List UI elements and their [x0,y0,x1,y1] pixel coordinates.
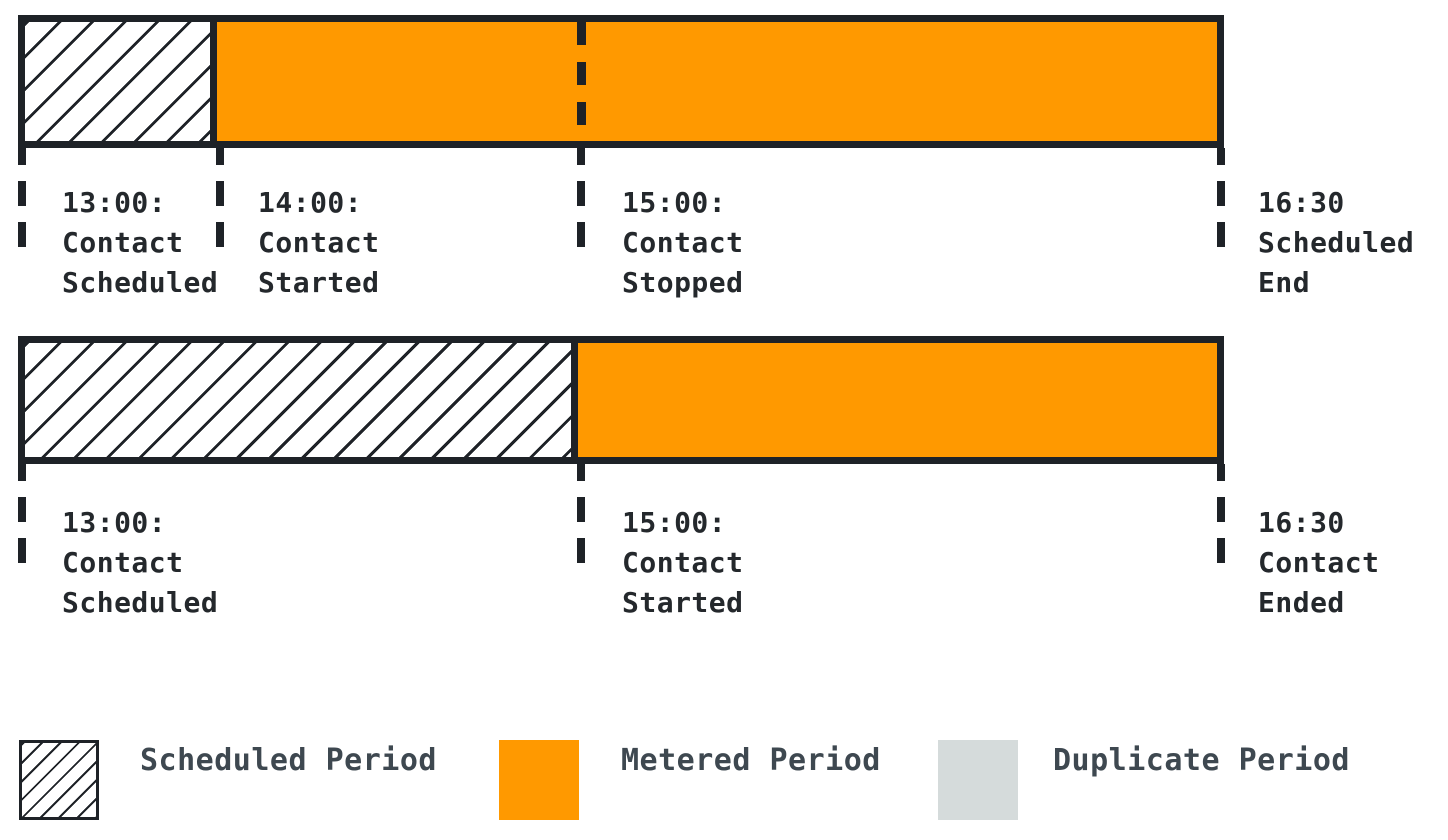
time-tick-1300 [18,148,26,247]
legend-swatch-metered-period [499,740,579,820]
legend-swatch-scheduled-period [19,740,99,820]
time-tick-1630 [1217,464,1225,563]
marker-label-contact-ended: 16:30 Contact Ended [1258,506,1380,619]
scheduled-period-segment [25,22,217,141]
time-tick-1630 [1217,148,1225,247]
marker-label-contact-started: 15:00: Contact Started [622,506,744,619]
time-tick-1400 [216,148,224,247]
timeline-bar-1 [18,15,1224,148]
scheduled-period-segment [25,343,578,457]
marker-label-scheduled-end: 16:30 Scheduled End [1258,186,1415,299]
marker-label-contact-started: 14:00: Contact Started [258,186,380,299]
time-tick-1300 [18,464,26,563]
marker-label-contact-stopped: 15:00: Contact Stopped [622,186,744,299]
metered-period-segment [578,343,1217,457]
legend-swatch-duplicate-period [938,740,1018,820]
metered-period-segment [217,22,1217,141]
time-tick-1500 [577,464,585,563]
timeline-bar-2 [18,336,1224,464]
legend-label-duplicate-period: Duplicate Period [1053,743,1350,778]
time-tick-1500 [577,148,585,247]
marker-label-contact-scheduled: 13:00: Contact Scheduled [62,186,219,299]
legend-label-metered-period: Metered Period [621,743,881,778]
contact-stopped-dashed-divider [577,22,586,148]
legend-label-scheduled-period: Scheduled Period [140,743,437,778]
marker-label-contact-scheduled: 13:00: Contact Scheduled [62,506,219,619]
